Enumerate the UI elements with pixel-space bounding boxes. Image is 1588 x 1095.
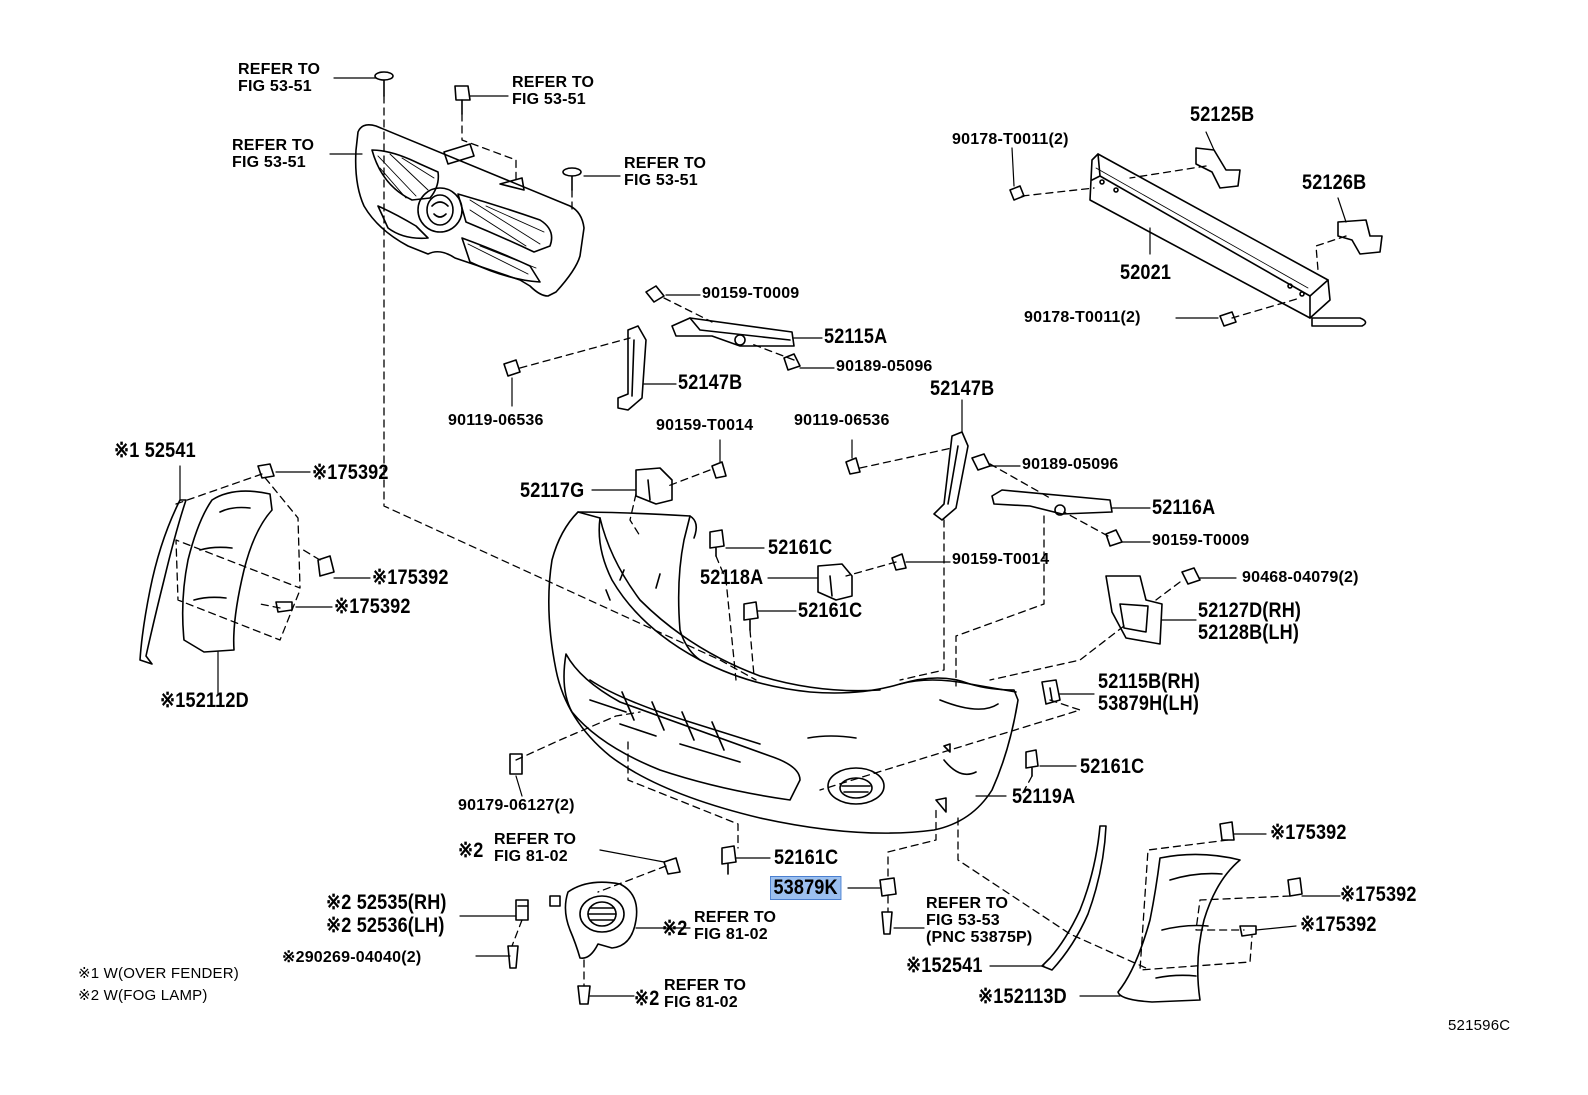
part-52113D: ※152113D bbox=[978, 985, 1067, 1008]
part-52161C-b: 52161C bbox=[798, 599, 863, 622]
bracket-52147B-left bbox=[503, 325, 647, 411]
part-52115B: 52115B(RH) bbox=[1098, 670, 1201, 693]
callout-refer-81-bottom: REFER TO FIG 81-02 bbox=[664, 977, 747, 1011]
part-90178-top: 90178-T0011(2) bbox=[952, 131, 1069, 148]
mark-fig81-top: ※2 bbox=[458, 839, 484, 862]
part-53879H: 53879H(LH) bbox=[1098, 692, 1200, 715]
part-52147B-left: 52147B bbox=[678, 371, 743, 394]
part-90269: ※290269-04040(2) bbox=[282, 949, 422, 966]
callout-refer-grille-top2: REFER TO FIG 53-51 bbox=[512, 74, 595, 108]
part-52021: 52021 bbox=[1120, 261, 1172, 284]
part-75392-c: ※175392 bbox=[334, 595, 411, 618]
dashed-guide-lines bbox=[175, 95, 1347, 987]
callout-refer-81-mid: REFER TO FIG 81-02 bbox=[694, 909, 777, 943]
misc-small-parts bbox=[509, 753, 897, 935]
legend-note-1: ※1 W(OVER FENDER) bbox=[78, 965, 239, 982]
over-fender-right-drawing bbox=[1041, 821, 1303, 1003]
part-52536: ※2 52536(LH) bbox=[326, 914, 445, 937]
part-52118A: 52118A bbox=[700, 566, 764, 589]
callout-refer-grille-top1: REFER TO FIG 53-51 bbox=[238, 61, 321, 95]
bumper-cover-drawing bbox=[548, 511, 1019, 834]
part-90179: 90179-06127(2) bbox=[458, 797, 575, 814]
part-52161C-d: 52161C bbox=[774, 846, 839, 869]
part-90468: 90468-04079(2) bbox=[1242, 569, 1359, 586]
figure-id: 521596C bbox=[1448, 1017, 1511, 1034]
part-52112D: ※152112D bbox=[160, 689, 249, 712]
part-52161C-c: 52161C bbox=[1080, 755, 1145, 778]
part-52127D: 52127D(RH) bbox=[1198, 599, 1302, 622]
callout-refer-grille-right: REFER TO FIG 53-51 bbox=[624, 155, 707, 189]
part-52126B: 52126B bbox=[1302, 171, 1367, 194]
grille-drawing bbox=[354, 124, 585, 297]
callout-refer-grille-left: REFER TO FIG 53-51 bbox=[232, 137, 315, 171]
retainer-52116A-drawing bbox=[991, 489, 1123, 547]
part-90159-T0009-top: 90159-T0009 bbox=[702, 285, 800, 302]
part-90159-T0009-right: 90159-T0009 bbox=[1152, 532, 1250, 549]
part-90159-T0014-top: 90159-T0014 bbox=[656, 417, 754, 434]
bracket-52147B-right bbox=[845, 431, 991, 521]
part-52541-left: ※1 52541 bbox=[114, 439, 196, 462]
part-90159-T0014-mid: 90159-T0014 bbox=[952, 551, 1050, 568]
part-52115A: 52115A bbox=[824, 325, 888, 348]
part-53879K-highlighted[interactable]: 53879K bbox=[770, 876, 842, 901]
retainer-52115A-drawing bbox=[645, 285, 801, 371]
part-52541-bottom: ※152541 bbox=[906, 954, 983, 977]
legend-note-2: ※2 W(FOG LAMP) bbox=[78, 987, 208, 1004]
callout-refer-81-top: REFER TO FIG 81-02 bbox=[494, 831, 577, 865]
part-75392-b: ※175392 bbox=[372, 566, 449, 589]
part-90119-right: 90119-06536 bbox=[794, 412, 890, 429]
duct-52127D-drawing bbox=[1105, 575, 1163, 645]
grille-fasteners bbox=[374, 71, 582, 191]
part-52116A: 52116A bbox=[1152, 496, 1216, 519]
part-52128B: 52128B(LH) bbox=[1198, 621, 1300, 644]
mark-fig81-mid: ※2 bbox=[662, 917, 688, 940]
part-52147B-right: 52147B bbox=[930, 377, 995, 400]
pads-and-clips bbox=[635, 461, 1201, 875]
part-90178-bottom: 90178-T0011(2) bbox=[1024, 309, 1141, 326]
fog-lamp-drawing bbox=[507, 857, 681, 1005]
part-52117G: 52117G bbox=[520, 479, 585, 502]
part-90189-top: 90189-05096 bbox=[836, 358, 933, 375]
part-75392-d: ※175392 bbox=[1270, 821, 1347, 844]
part-52535: ※2 52535(RH) bbox=[326, 891, 447, 914]
over-fender-left-drawing bbox=[139, 463, 335, 665]
leader-lines bbox=[179, 77, 1347, 997]
part-52119A: 52119A bbox=[1012, 785, 1076, 808]
part-52161C-a: 52161C bbox=[768, 536, 833, 559]
part-75392-a: ※175392 bbox=[312, 461, 389, 484]
callout-refer-53-53: REFER TO FIG 53-53 (PNC 53875P) bbox=[926, 895, 1033, 946]
mark-fig81-bottom: ※2 bbox=[634, 987, 660, 1010]
part-75392-e: ※175392 bbox=[1340, 883, 1417, 906]
part-52125B: 52125B bbox=[1190, 103, 1255, 126]
part-75392-f: ※175392 bbox=[1300, 913, 1377, 936]
bracket-52115B-drawing bbox=[1041, 679, 1061, 705]
part-90189-right: 90189-05096 bbox=[1022, 456, 1119, 473]
part-90119-left: 90119-06536 bbox=[448, 412, 544, 429]
